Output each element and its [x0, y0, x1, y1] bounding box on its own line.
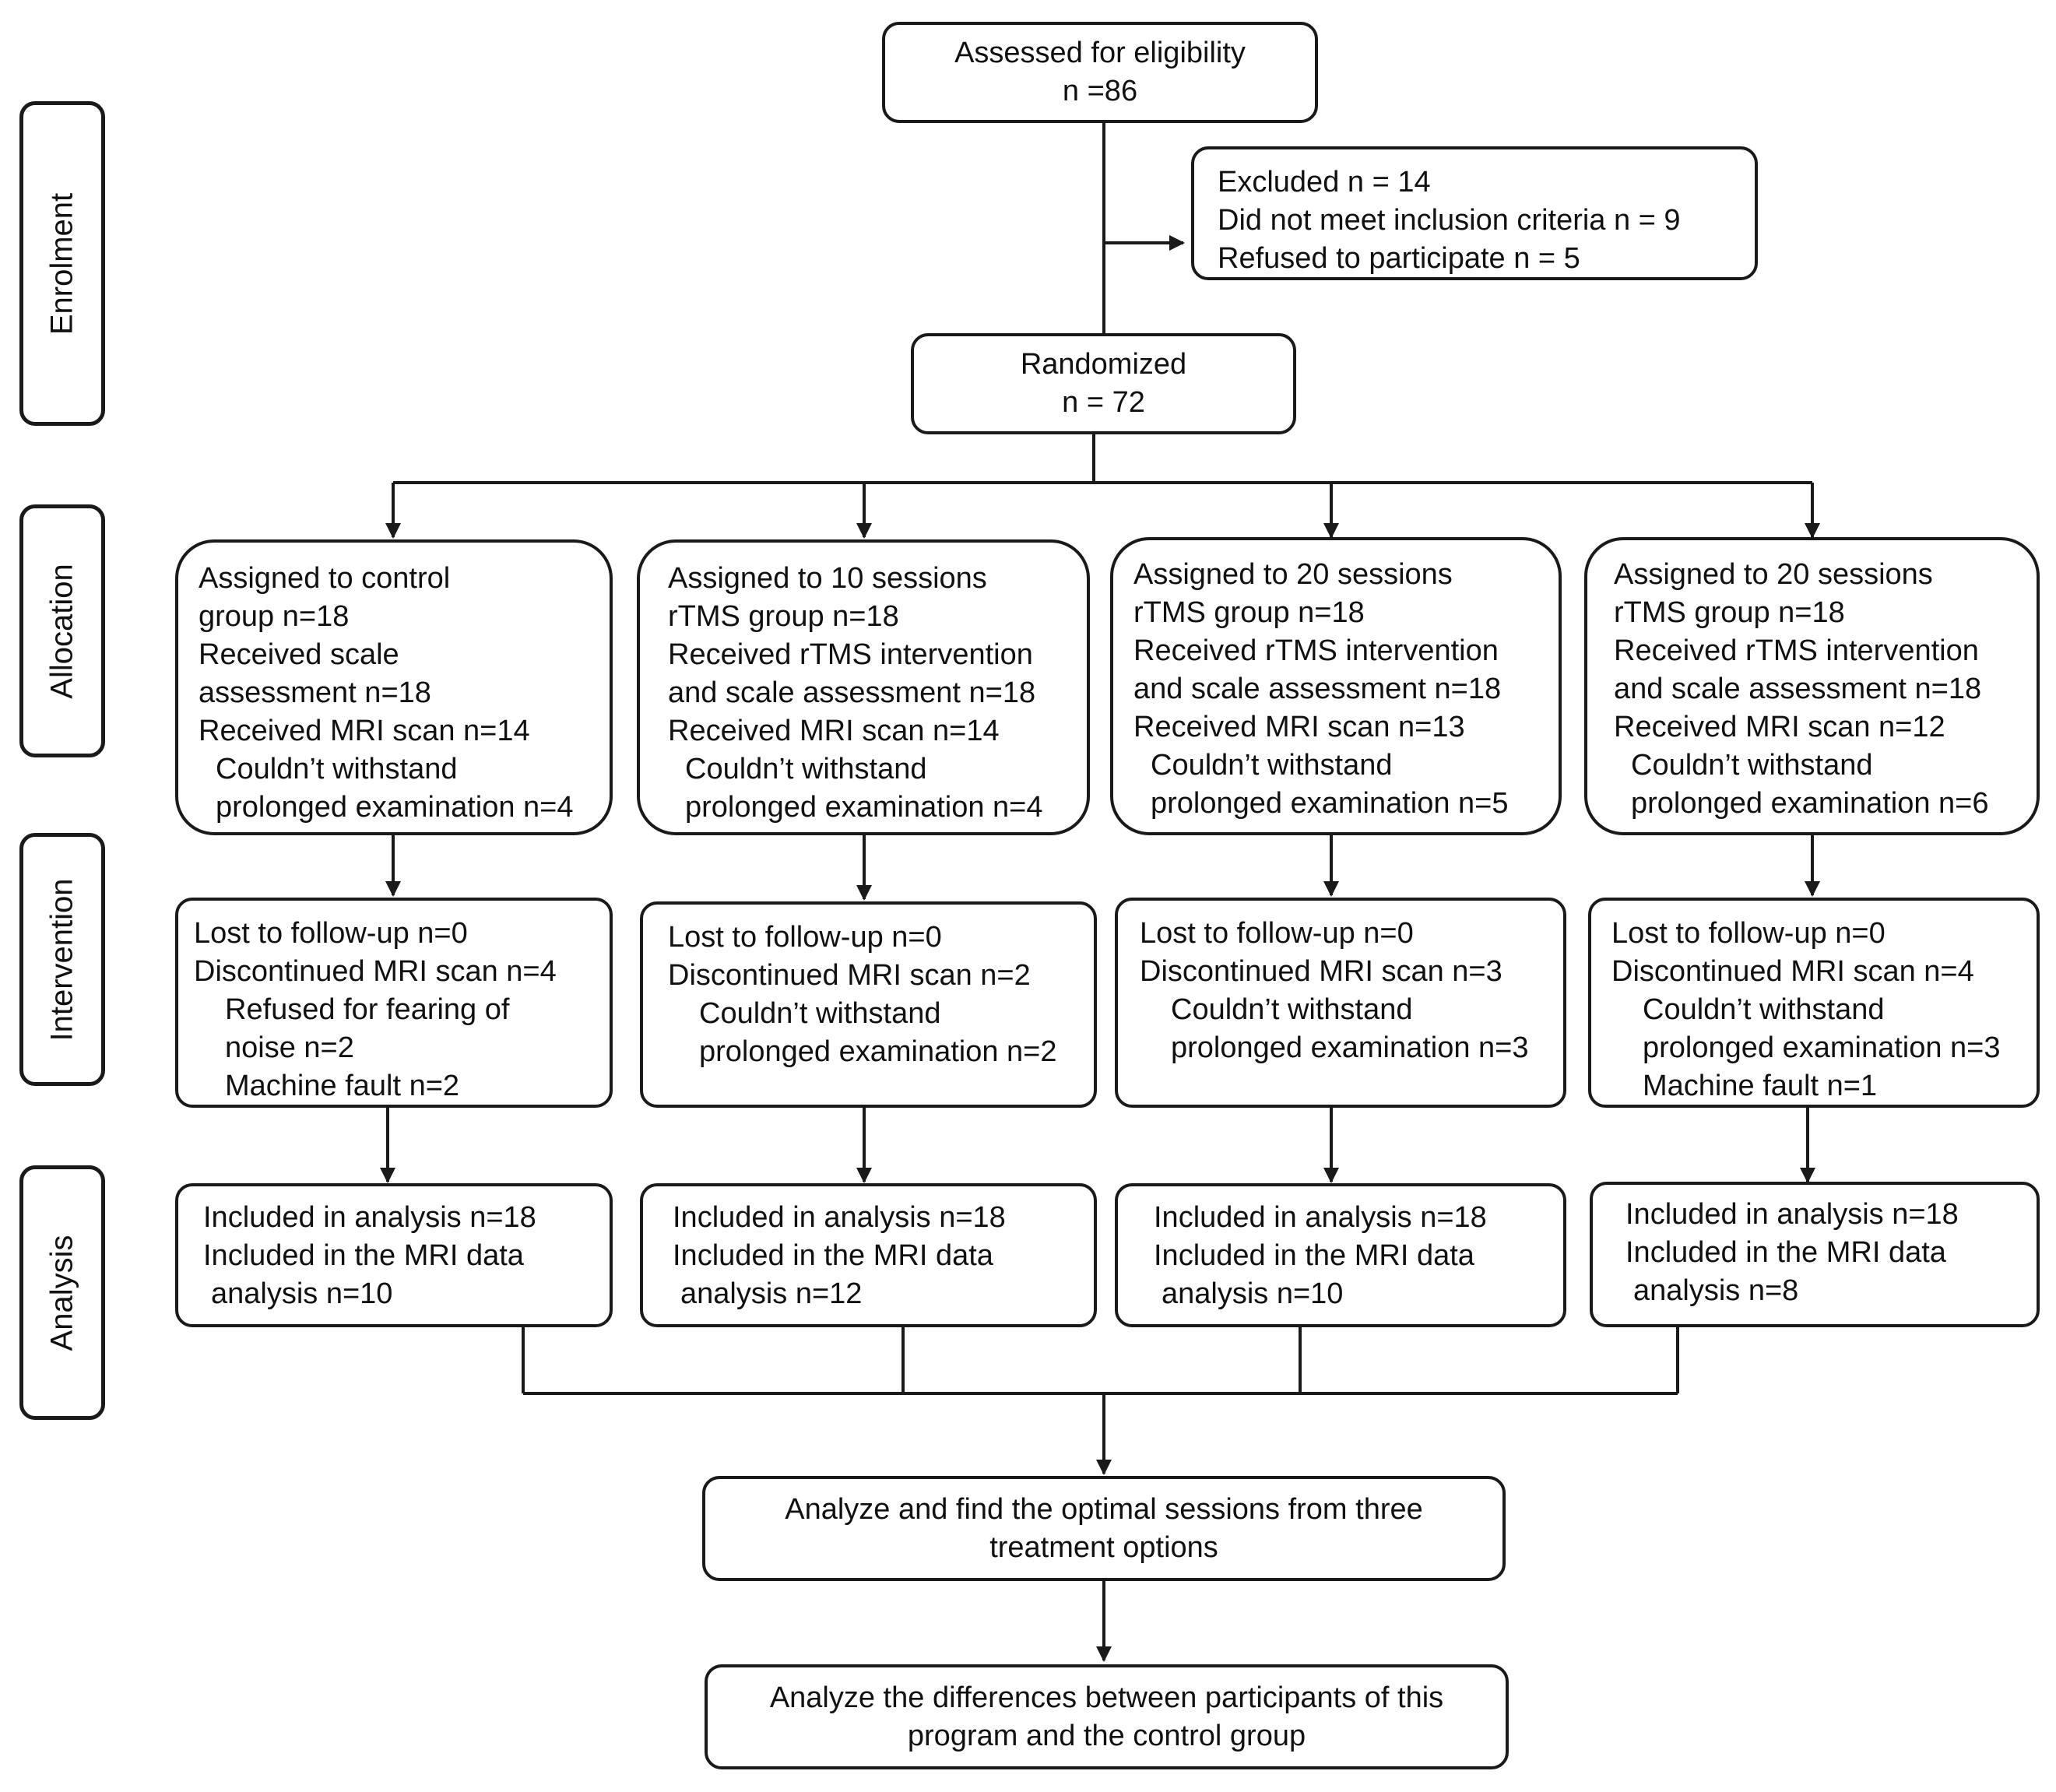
allocation-line: group n=18	[199, 600, 350, 633]
analysis-line: analysis n=10	[211, 1277, 393, 1310]
intervention-line: Couldn’t withstand	[699, 997, 941, 1030]
assessed-label: Assessed for eligibility	[954, 37, 1246, 69]
randomized-count: n = 72	[1062, 386, 1145, 419]
analysis-box-20-sessions-a: Included in analysis n=18 Included in th…	[1115, 1183, 1566, 1327]
intervention-box-10-sessions: Lost to follow-up n=0 Discontinued MRI s…	[640, 901, 1097, 1108]
excluded-criteria: Did not meet inclusion criteria n = 9	[1218, 204, 1681, 237]
analysis-line: Included in the MRI data	[1154, 1239, 1474, 1272]
allocation-line: Assigned to 20 sessions	[1614, 558, 1933, 591]
allocation-box-20-sessions-a: Assigned to 20 sessions rTMS group n=18 …	[1110, 537, 1562, 835]
allocation-line: Couldn’t withstand	[1151, 749, 1393, 782]
allocation-line: and scale assessment n=18	[1614, 673, 1982, 705]
intervention-line: Refused for fearing of	[225, 993, 510, 1026]
randomized-box: Randomized n = 72	[911, 333, 1296, 434]
allocation-line: Couldn’t withstand	[216, 753, 458, 785]
assessed-count: n =86	[1062, 75, 1138, 107]
optimal-sessions-line: treatment options	[989, 1530, 1218, 1564]
analysis-line: analysis n=12	[680, 1277, 863, 1310]
analysis-line: Included in the MRI data	[203, 1239, 524, 1272]
allocation-line: rTMS group n=18	[1133, 596, 1365, 629]
intervention-line: Lost to follow-up n=0	[1611, 917, 1886, 950]
intervention-line: prolonged examination n=2	[699, 1035, 1057, 1068]
randomized-label: Randomized	[1020, 348, 1187, 381]
differences-line: program and the control group	[907, 1719, 1306, 1752]
differences-box: Analyze the differences between particip…	[705, 1664, 1509, 1769]
stage-label-text: Enrolment	[44, 192, 79, 335]
intervention-line: Discontinued MRI scan n=4	[194, 955, 557, 988]
stage-label-text: Allocation	[44, 563, 79, 699]
analysis-box-control: Included in analysis n=18 Included in th…	[175, 1183, 613, 1327]
intervention-box-20-sessions-b: Lost to follow-up n=0 Discontinued MRI s…	[1588, 898, 2040, 1108]
intervention-line: prolonged examination n=3	[1171, 1031, 1529, 1064]
allocation-line: prolonged examination n=4	[685, 791, 1043, 824]
analysis-line: analysis n=10	[1162, 1277, 1344, 1310]
allocation-line: Assigned to 20 sessions	[1133, 558, 1453, 591]
intervention-line: Couldn’t withstand	[1171, 993, 1413, 1026]
intervention-line: Lost to follow-up n=0	[668, 921, 942, 954]
allocation-line: Received rTMS intervention	[668, 638, 1033, 671]
analysis-line: Included in the MRI data	[673, 1239, 993, 1272]
analysis-box-20-sessions-b: Included in analysis n=18 Included in th…	[1590, 1182, 2040, 1327]
allocation-line: prolonged examination n=4	[216, 791, 574, 824]
allocation-line: Received rTMS intervention	[1614, 634, 1979, 667]
allocation-box-10-sessions: Assigned to 10 sessions rTMS group n=18 …	[637, 539, 1090, 835]
analysis-line: Included in analysis n=18	[1154, 1201, 1487, 1234]
allocation-line: prolonged examination n=5	[1151, 787, 1509, 820]
allocation-line: and scale assessment n=18	[1133, 673, 1502, 705]
allocation-box-control: Assigned to control group n=18 Received …	[175, 539, 613, 835]
analysis-line: Included in analysis n=18	[203, 1201, 536, 1234]
intervention-line: noise n=2	[225, 1031, 354, 1064]
allocation-line: Received MRI scan n=13	[1133, 711, 1465, 743]
intervention-line: Discontinued MRI scan n=3	[1140, 955, 1502, 988]
allocation-line: prolonged examination n=6	[1631, 787, 1989, 820]
intervention-box-control: Lost to follow-up n=0 Discontinued MRI s…	[175, 898, 613, 1108]
optimal-sessions-line: Analyze and find the optimal sessions fr…	[785, 1492, 1423, 1526]
allocation-line: Received scale	[199, 638, 399, 671]
allocation-line: Couldn’t withstand	[1631, 749, 1873, 782]
stage-label-enrolment: Enrolment	[19, 101, 105, 426]
allocation-line: and scale assessment n=18	[668, 676, 1036, 709]
excluded-total: Excluded n = 14	[1218, 166, 1431, 199]
allocation-line: Assigned to 10 sessions	[668, 562, 987, 595]
allocation-line: Couldn’t withstand	[685, 753, 927, 785]
allocation-line: Received rTMS intervention	[1133, 634, 1499, 667]
allocation-line: Assigned to control	[199, 562, 451, 595]
allocation-line: rTMS group n=18	[668, 600, 899, 633]
intervention-line: Machine fault n=1	[1643, 1070, 1878, 1102]
intervention-box-20-sessions-a: Lost to follow-up n=0 Discontinued MRI s…	[1115, 898, 1566, 1108]
allocation-box-20-sessions-b: Assigned to 20 sessions rTMS group n=18 …	[1584, 537, 2040, 835]
intervention-line: Discontinued MRI scan n=2	[668, 959, 1031, 992]
optimal-sessions-box: Analyze and find the optimal sessions fr…	[702, 1476, 1506, 1581]
stage-label-text: Intervention	[44, 877, 79, 1042]
analysis-line: analysis n=8	[1633, 1274, 1799, 1307]
intervention-line: Lost to follow-up n=0	[1140, 917, 1414, 950]
stage-label-text: Analysis	[44, 1235, 79, 1351]
differences-line: Analyze the differences between particip…	[769, 1681, 1444, 1714]
analysis-line: Included in the MRI data	[1625, 1236, 1946, 1269]
analysis-line: Included in analysis n=18	[1625, 1198, 1959, 1231]
stage-label-intervention: Intervention	[19, 833, 105, 1086]
allocation-line: assessment n=18	[199, 676, 431, 709]
intervention-line: Couldn’t withstand	[1643, 993, 1885, 1026]
intervention-line: Discontinued MRI scan n=4	[1611, 955, 1974, 988]
allocation-line: Received MRI scan n=14	[199, 715, 530, 747]
excluded-box: Excluded n = 14 Did not meet inclusion c…	[1191, 146, 1758, 280]
intervention-line: Lost to follow-up n=0	[194, 917, 468, 950]
analysis-box-10-sessions: Included in analysis n=18 Included in th…	[640, 1183, 1097, 1327]
assessed-box: Assessed for eligibility n =86	[882, 22, 1318, 123]
excluded-refused: Refused to participate n = 5	[1218, 242, 1580, 275]
analysis-line: Included in analysis n=18	[673, 1201, 1006, 1234]
stage-label-analysis: Analysis	[19, 1165, 105, 1420]
allocation-line: Received MRI scan n=12	[1614, 711, 1945, 743]
allocation-line: Received MRI scan n=14	[668, 715, 1000, 747]
intervention-line: Machine fault n=2	[225, 1070, 460, 1102]
allocation-line: rTMS group n=18	[1614, 596, 1845, 629]
intervention-line: prolonged examination n=3	[1643, 1031, 2001, 1064]
stage-label-allocation: Allocation	[19, 504, 105, 757]
